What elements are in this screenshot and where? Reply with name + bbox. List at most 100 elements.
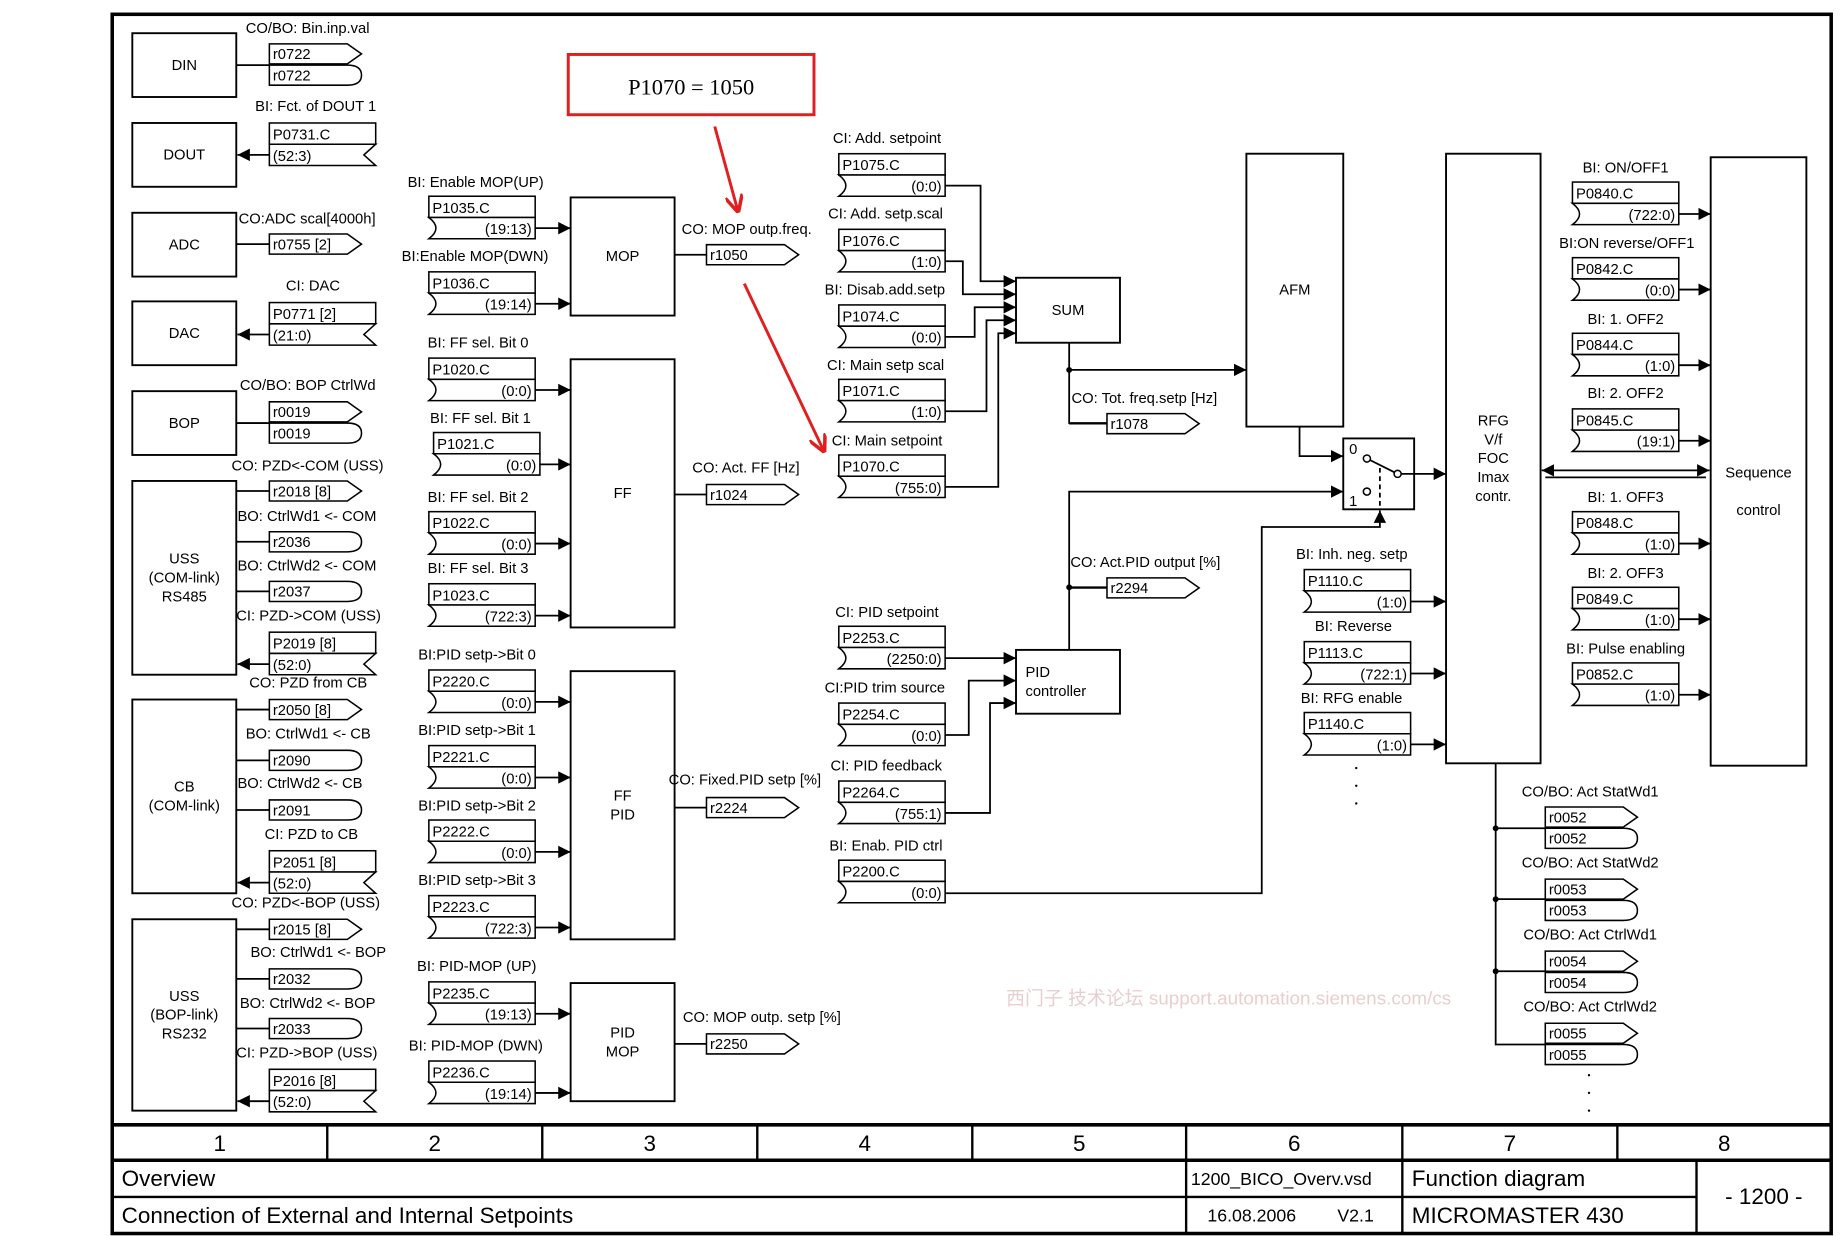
connector-mopup[interactable]: BI: Enable MOP(UP)P1035.C(19:13) [408,175,544,240]
connector-ffout[interactable]: CO: Act. FF [Hz] r1024 [692,461,800,506]
binector-output [268,968,363,990]
parameter-value: (0:0) [501,771,531,787]
ellipsis-dot [1587,1109,1591,1112]
parameter-number: r0019 [273,426,311,442]
column-number: 5 [1073,1131,1085,1156]
parameter-value-box [426,292,536,316]
connector-pzd2bop[interactable]: CI: PZD->BOP (USS)P2016 [8](52:0) [236,1045,378,1113]
connector-label: BI: 2. OFF2 [1588,386,1664,402]
connector-label: CO: Act. FF [Hz] [692,461,799,477]
connector-label: CO:ADC scal[4000h] [239,211,376,227]
page-frame [110,12,1833,1236]
block-frame [1015,276,1121,344]
connector-label: CI: PZD->COM (USS) [236,608,381,624]
document-type: Function diagram [1412,1166,1585,1191]
parameter-name: P1071.C [842,384,900,400]
connector-label: CI: DAC [286,279,340,295]
parameter-number: r2036 [273,535,311,551]
connector-totfreq[interactable]: CO: Tot. freq.setp [Hz]r1078 [1072,391,1218,435]
block-label: DAC [169,326,200,342]
block-frame [131,32,238,98]
connector-mopdwn[interactable]: BI:Enable MOP(DWN)P1036.C(19:14) [402,249,549,316]
parameter-value: (0:0) [911,729,941,745]
parameter-name: P1023.C [432,588,490,604]
block-label: RFG [1478,413,1509,429]
connector-label: BI: Reverse [1315,619,1392,635]
connector-mopout[interactable]: CO: MOP outp.freq.r1050 [682,222,812,266]
parameter-number: r0054 [1549,955,1587,971]
connector-label: BI: Pulse enabling [1566,641,1685,657]
parameter-value: (1:0) [1645,689,1675,705]
column-number: 3 [644,1131,656,1156]
parameter-name: P2016 [8] [273,1074,336,1090]
connector-pzd2com[interactable]: CI: PZD->COM (USS)P2019 [8](52:0) [236,608,381,676]
connector-label: CI: PZD to CB [265,827,359,843]
parameter-value: (19:13) [485,1008,532,1024]
parameter-value: (1:0) [1645,537,1675,553]
parameter-name: P1075.C [842,158,900,174]
connector-pidout[interactable]: CO: Act.PID output [%]r2294 [1070,555,1220,599]
connector-pidmopdwn[interactable]: BI: PID-MOP (DWN)P2236.C(19:14) [409,1038,543,1105]
connector-adc[interactable]: CO:ADC scal[4000h]r0755 [2] [239,211,376,255]
connector-label: BI: FF sel. Bit 1 [430,411,531,427]
switch-terminal-0 [1362,454,1372,463]
parameter-value-box [836,723,946,747]
parameter-number: r1024 [710,488,748,504]
connector-pzdbop[interactable]: CO: PZD<-BOP (USS)r2015 [8] [232,895,380,941]
parameter-name: P1140.C [1308,717,1365,733]
connector-output [268,918,363,941]
connector-label: CO/BO: Act StatWd1 [1522,784,1659,800]
connector-label: BI: Enab. PID ctrl [829,839,942,855]
connector-ffpidout[interactable]: CO: Fixed.PID setp [%]r2224 [669,773,821,819]
connector-pzdcom[interactable]: CO: PZD<-COM (USS)r2018 [8] [232,458,384,502]
block-afm: AFM [1245,152,1345,428]
connector-pidmopout[interactable]: CO: MOP outp. setp [%]r2250 [683,1010,841,1055]
connector-label: CO: Tot. freq.setp [Hz] [1072,391,1218,407]
parameter-value-box [836,325,946,349]
connector-pidmopup[interactable]: BI: PID-MOP (UP)P2235.C(19:13) [417,959,536,1026]
